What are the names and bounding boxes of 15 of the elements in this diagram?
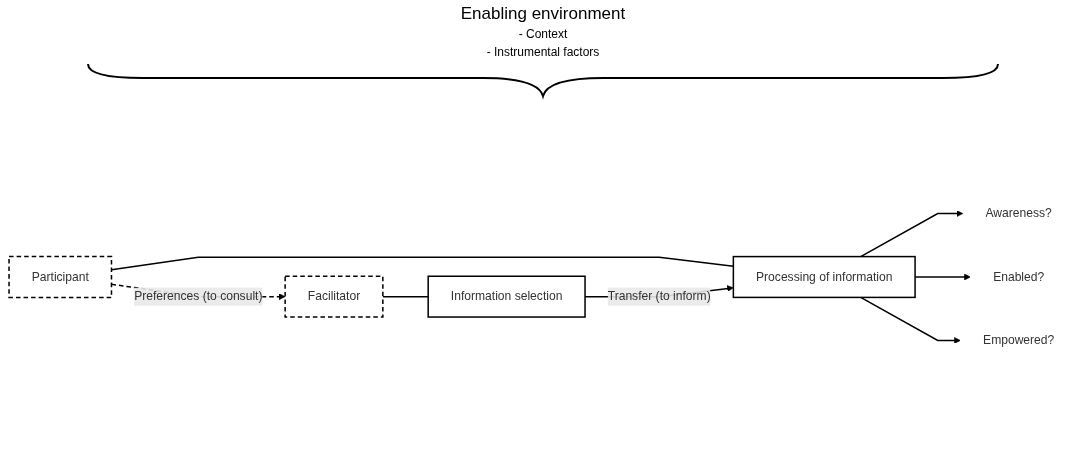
- edge-label: Transfer (to inform): [607, 289, 711, 303]
- node-box: Facilitator: [284, 275, 384, 318]
- heading-label: Enabling environment: [460, 4, 626, 23]
- node-box: Information selection: [427, 275, 586, 318]
- arrow: [859, 296, 961, 344]
- bullet-item: - Instrumental factors: [486, 45, 600, 59]
- node-text: Enabled?: [993, 270, 1045, 284]
- node-text: Empowered?: [983, 333, 1055, 347]
- edge-label: Preferences (to consult): [134, 289, 263, 303]
- connector: [382, 295, 429, 298]
- node-text: Awareness?: [985, 206, 1052, 220]
- arrow: [859, 210, 964, 258]
- bullet-item: - Context: [518, 27, 568, 41]
- node-box: Participant: [8, 255, 113, 299]
- node-box: Processing of information: [732, 255, 916, 299]
